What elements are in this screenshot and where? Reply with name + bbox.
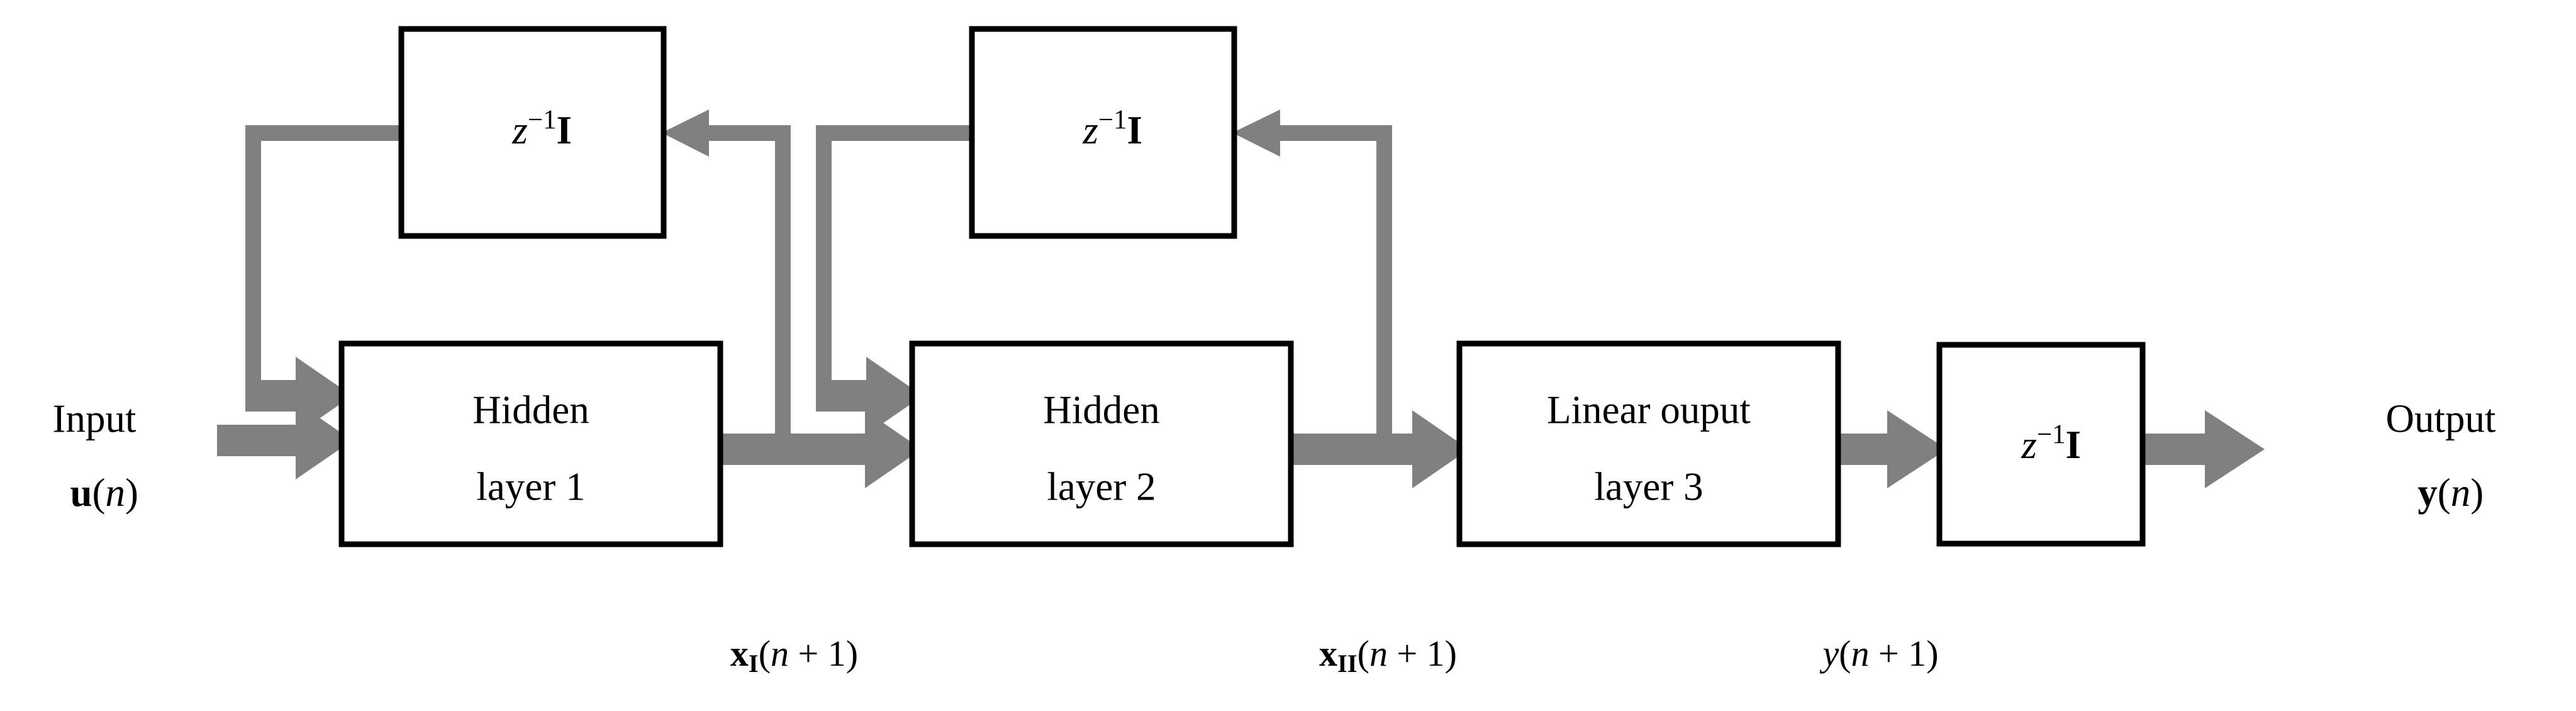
hidden-layer-1-line2: layer 1 bbox=[476, 464, 585, 508]
feedback-path-layer2 bbox=[816, 125, 979, 435]
feedback-tap-layer2 bbox=[1232, 109, 1392, 449]
forward-flow-layer3-to-delay bbox=[1834, 410, 1947, 488]
signal-label-output-signal: y(n + 1) bbox=[1741, 633, 2002, 674]
linear-output-layer-3-line2: layer 3 bbox=[1594, 464, 1703, 508]
signal-label-output-signal-text: y(n + 1) bbox=[1741, 633, 2002, 674]
input-label-line2: u(n) bbox=[0, 471, 208, 515]
delay-block-output[interactable]: z−1I bbox=[1932, 342, 2151, 547]
input-flow-arrow bbox=[217, 401, 352, 479]
forward-flow-layer2-to-layer3 bbox=[1287, 410, 1469, 488]
linear-output-layer-3-block[interactable]: Linear ouput layer 3 bbox=[1456, 340, 1841, 547]
feedback-path-layer1 bbox=[245, 125, 415, 435]
signal-label-state-1: xI(n + 1) bbox=[648, 633, 922, 678]
delay-block-2[interactable]: z−1I bbox=[969, 26, 1237, 239]
hidden-layer-1-line1: Hidden bbox=[472, 388, 589, 432]
delay-block-1[interactable]: z−1I bbox=[398, 26, 667, 239]
output-port-label: Output y(n) bbox=[2329, 396, 2553, 515]
output-label-line1: Output bbox=[2385, 396, 2496, 440]
feedback-tap-layer1 bbox=[662, 109, 791, 449]
linear-output-layer-3-line1: Linear ouput bbox=[1547, 388, 1751, 432]
delay-block-2-label: z−1I bbox=[994, 105, 1212, 153]
input-label-line1: Input bbox=[53, 396, 137, 440]
delay-block-output-label: z−1I bbox=[1932, 420, 2151, 467]
hidden-layer-2-line1: Hidden bbox=[1043, 388, 1159, 432]
input-port-label: Input u(n) bbox=[0, 396, 208, 515]
output-label-line2: y(n) bbox=[2329, 471, 2553, 515]
signal-label-state-2-text: xII(n + 1) bbox=[1237, 633, 1521, 678]
signal-label-state-2: xII(n + 1) bbox=[1237, 633, 1521, 678]
delay-block-1-label: z−1I bbox=[423, 105, 642, 153]
hidden-layer-1-block[interactable]: Hidden layer 1 bbox=[338, 340, 723, 547]
hidden-layer-2-line2: layer 2 bbox=[1047, 464, 1156, 508]
hidden-layer-2-block[interactable]: Hidden layer 2 bbox=[909, 340, 1294, 547]
forward-flow-layer1-to-layer2 bbox=[717, 410, 922, 488]
output-flow-arrow bbox=[2139, 410, 2265, 488]
signal-label-state-1-text: xI(n + 1) bbox=[648, 633, 922, 678]
